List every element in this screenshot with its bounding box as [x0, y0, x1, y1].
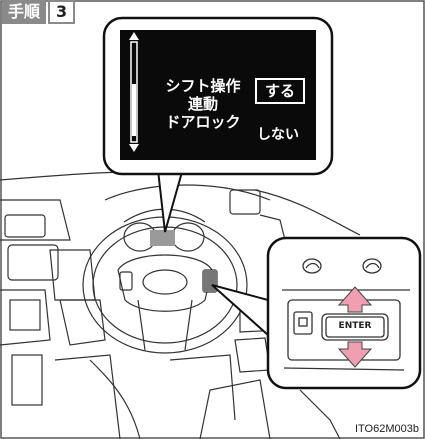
switch-panel-drawing: [282, 258, 410, 371]
multi-info-display: [120, 30, 316, 160]
setting-line-3: ドアロック: [165, 113, 241, 131]
figure-code: ITO62M003b: [354, 423, 419, 435]
up-arrow-icon: [337, 286, 373, 313]
setting-line-2: 連動: [187, 95, 218, 113]
step-label: 手順: [2, 0, 47, 24]
setting-name: シフト操作 連動 ドアロック: [148, 77, 258, 131]
enter-button-label: ENTER: [338, 321, 372, 331]
option-other: しない: [257, 127, 299, 143]
switch-callout: [266, 236, 422, 390]
display-callout-tail: [156, 168, 184, 233]
option-selected: する: [255, 78, 305, 104]
step-header: 手順 3: [2, 0, 76, 24]
down-arrow-icon: [337, 341, 373, 368]
meter-display-highlight: [150, 230, 175, 246]
step-number: 3: [48, 0, 76, 24]
setting-line-1: シフト操作: [165, 77, 241, 95]
display-scrollbar: [129, 32, 139, 152]
